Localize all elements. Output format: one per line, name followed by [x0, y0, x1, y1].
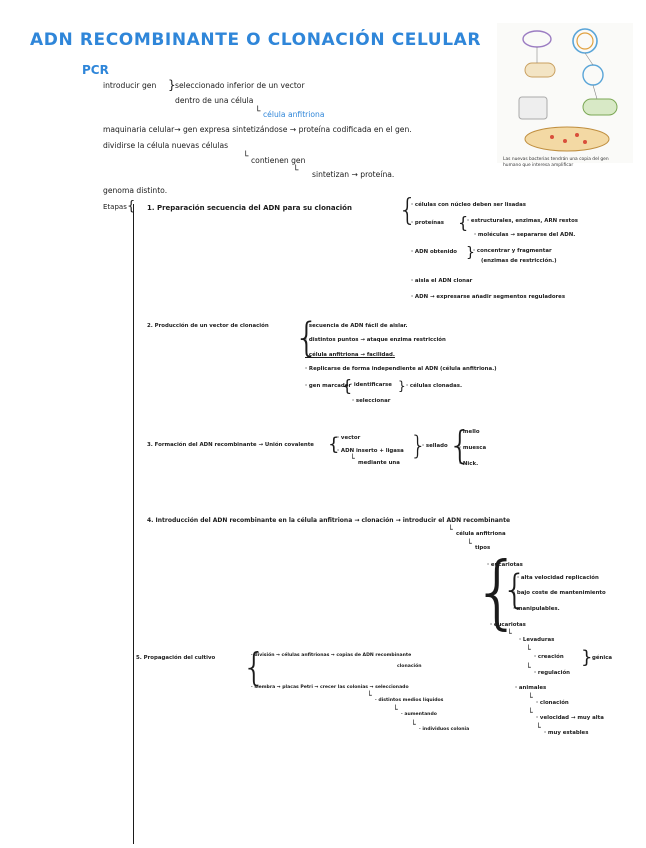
step4-title: 4. Introducción del ADN recombinante en …	[147, 517, 511, 524]
step4-a13: · clonación	[536, 700, 569, 706]
etapas-label: Etapas	[103, 203, 127, 211]
etapas-bracket-line	[133, 204, 135, 844]
brace: }	[581, 647, 593, 668]
step2-title: 2. Producción de un vector de clonación	[147, 323, 269, 329]
intro-genoma: genoma distinto.	[103, 186, 168, 195]
intro-line3: maquinaria celular→ gen expresa sintetiz…	[103, 125, 412, 134]
step4-a5: · bajo coste de mantenimiento	[513, 590, 606, 596]
step4-a6: · manipulables.	[513, 606, 560, 612]
step2-b5d: · seleccionar	[352, 398, 391, 404]
step3-c2: · muesca	[459, 445, 487, 451]
brace: }	[168, 78, 176, 92]
arrow-elbow: └	[367, 691, 372, 700]
step2-b5b: · identificarse	[350, 382, 392, 388]
arrow-elbow: └	[528, 708, 533, 717]
arrow-elbow: └	[448, 525, 453, 534]
step3-c1: · mello	[459, 429, 480, 435]
arrow-elbow: └	[293, 166, 299, 176]
step2-b3: · célula anfitriona → facilidad.	[305, 352, 395, 358]
arrow-elbow: └	[350, 454, 355, 463]
step4-a15: · muy estables	[544, 730, 589, 736]
step4-a10: génica	[592, 655, 613, 661]
step1-b2a: · proteínas	[411, 220, 444, 226]
step4-a8: · Levaduras	[519, 637, 555, 643]
intro-line5: contienen gen	[251, 156, 306, 165]
illustration-caption: Las nuevas bacterias tendrán una copia d…	[503, 157, 609, 168]
brace: {	[328, 434, 340, 455]
arrow-elbow: └	[536, 723, 541, 732]
step2-b5a: · gen marcador	[305, 383, 352, 389]
step1-b3b: · concentrar y fragmentar	[473, 248, 552, 254]
step5-b6: · individuos colonia	[419, 727, 470, 732]
brace: {	[398, 193, 418, 228]
step4-a2: tipos	[475, 545, 491, 551]
arrow-elbow: └	[528, 693, 533, 702]
page-title: ADN RECOMBINANTE O CLONACIÓN CELULAR	[30, 30, 482, 50]
arrow-elbow: └	[255, 107, 261, 117]
arrow-elbow: └	[467, 539, 472, 548]
step5-b1: · división → células anfitrionas → copia…	[251, 653, 412, 658]
step4-a14: · velocidad → muy alta	[536, 715, 604, 721]
step5-b3: · siembra → placas Petri → crecer las co…	[251, 685, 409, 690]
step4-a12: · animales	[515, 685, 547, 691]
brace: }	[466, 245, 475, 261]
brace: {	[472, 545, 523, 638]
step4-a1: célula anfitriona	[456, 531, 506, 537]
step4-a4: · alta velocidad replicación	[517, 575, 599, 581]
step1-b2c: · moléculas → separarse del ADN.	[474, 232, 576, 238]
step4-a9: · creación	[534, 654, 564, 660]
intro-line6: sintetizan → proteína.	[312, 170, 395, 179]
step4-a11: · regulación	[534, 670, 571, 676]
step5-b4: · distintos medios líquidos	[375, 698, 444, 703]
intro-line2: dentro de una célula	[175, 96, 254, 105]
step2-b2: · distintos puntos → ataque enzima restr…	[305, 337, 446, 343]
step2-b5c: · células clonadas.	[406, 383, 463, 389]
step3-b1: · vector	[337, 435, 361, 441]
brace: {	[502, 567, 528, 613]
intro-line1b: seleccionado inferior de un vector	[175, 81, 305, 90]
step1-b3a: · ADN obtenido	[411, 249, 458, 255]
step3-c3: · Nick.	[459, 461, 479, 467]
step1-b2b: · estructurales, enzimas, ARN restos	[467, 218, 578, 224]
step3-b4: · sellado	[422, 443, 448, 449]
arrow-elbow: └	[393, 705, 398, 714]
step2-b4: · Replicarse de forma independiente al A…	[305, 366, 497, 372]
step1-b4: · aisla el ADN clonar	[411, 278, 473, 284]
step1-b3c: (enzimas de restricción.)	[481, 258, 557, 264]
arrow-elbow: └	[507, 629, 512, 638]
intro-line1a: introducir gen	[103, 81, 157, 90]
brace: {	[458, 213, 469, 232]
step1-title: 1. Preparación secuencia del ADN para su…	[147, 204, 352, 212]
step1-b5: · ADN → expresarse añadir segmentos regu…	[411, 294, 566, 300]
intro-celula-anfitriona: célula anfitriona	[263, 110, 325, 119]
pcr-heading: PCR	[82, 63, 109, 77]
brace: }	[398, 379, 406, 393]
arrow-elbow: └	[411, 720, 416, 729]
brace: {	[342, 376, 353, 395]
step5-b5: · aumentando	[401, 712, 437, 717]
step3-b3: mediante una	[358, 460, 400, 466]
clonacion-illustration	[497, 23, 633, 163]
arrow-elbow: └	[243, 152, 249, 162]
arrow-elbow: └	[526, 645, 531, 654]
step4-a3: · eucariotas	[487, 562, 523, 568]
step3-b2: · ADN inserto + ligasa	[337, 448, 404, 454]
step2-b1: · secuencia de ADN fácil de aislar.	[305, 323, 408, 329]
step1-b1: · células con núcleo deben ser lisadas	[411, 202, 526, 208]
brace: {	[242, 645, 267, 689]
step5-title: 5. Propagación del cultivo	[136, 655, 216, 661]
step3-title: 3. Formación del ADN recombinante → Unió…	[147, 442, 314, 448]
brace: }	[410, 431, 427, 461]
intro-line4: dividirse la célula nuevas células	[103, 141, 229, 150]
step5-b2: clonación	[397, 664, 422, 669]
brace: {	[294, 315, 320, 361]
arrow-elbow: └	[526, 663, 531, 672]
brace: {	[448, 423, 473, 467]
brace: {	[127, 199, 136, 214]
step4-a7: · eucariotas	[490, 622, 526, 628]
